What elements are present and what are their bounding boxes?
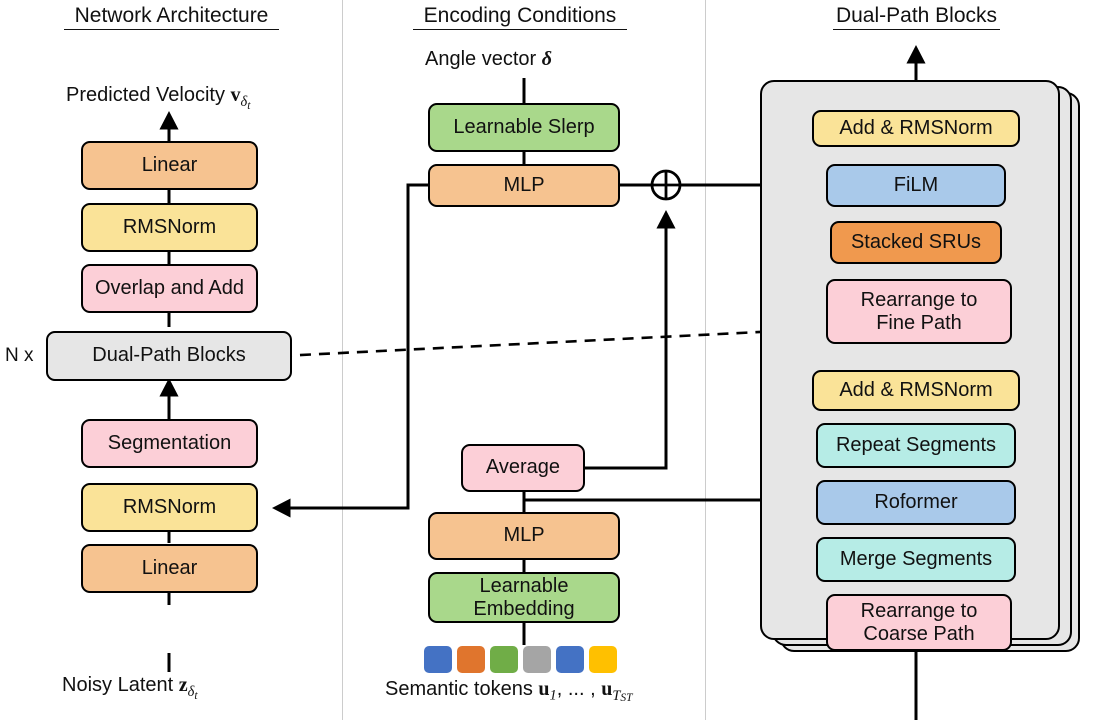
dp-rearrange-coarse-line2: Coarse Path [863, 622, 975, 645]
angle-vector-label: Angle vector δ [425, 48, 552, 70]
dp-block-rearrange-to-fine-path[interactable]: Rearrange to Fine Path [826, 279, 1012, 344]
dp-block-add-rmsnorm-bottom[interactable]: Add & RMSNorm [812, 370, 1020, 411]
sum-operator-icon [650, 169, 682, 201]
ec-block-average[interactable]: Average [461, 444, 585, 492]
token-swatch-3 [490, 646, 518, 673]
dp-block-roformer[interactable]: Roformer [816, 480, 1016, 525]
na-block-segmentation[interactable]: Segmentation [81, 419, 258, 468]
column-title-dual-path-blocks: Dual-Path Blocks [833, 4, 1000, 30]
ec-block-learnable-embedding[interactable]: Learnable Embedding [428, 572, 620, 623]
dp-rearrange-fine-line1: Rearrange to [860, 289, 978, 312]
dp-rearrange-coarse-line1: Rearrange to [860, 600, 978, 623]
dp-block-merge-segments[interactable]: Merge Segments [816, 537, 1016, 582]
token-swatch-4 [523, 646, 551, 673]
token-swatch-2 [457, 646, 485, 673]
na-block-linear-bottom[interactable]: Linear [81, 544, 258, 593]
ec-block-mlp-top[interactable]: MLP [428, 164, 620, 207]
column-divider-left [342, 0, 343, 720]
na-block-rmsnorm-bottom[interactable]: RMSNorm [81, 483, 258, 532]
na-block-dual-path-blocks[interactable]: Dual-Path Blocks [46, 331, 292, 381]
na-block-linear-top[interactable]: Linear [81, 141, 258, 190]
dp-block-add-rmsnorm-top[interactable]: Add & RMSNorm [812, 110, 1020, 147]
dp-block-film[interactable]: FiLM [826, 164, 1006, 207]
na-repeat-count-label: N x [5, 345, 34, 366]
na-block-rmsnorm-top[interactable]: RMSNorm [81, 203, 258, 252]
dp-block-rearrange-to-coarse-path[interactable]: Rearrange to Coarse Path [826, 594, 1012, 651]
dp-rearrange-fine-line2: Fine Path [876, 311, 962, 334]
ec-block-learnable-slerp[interactable]: Learnable Slerp [428, 103, 620, 152]
predicted-velocity-label: Predicted Velocity vδt [66, 84, 251, 112]
token-swatch-5 [556, 646, 584, 673]
column-title-encoding-conditions: Encoding Conditions [413, 4, 627, 30]
column-title-network-architecture: Network Architecture [64, 4, 279, 30]
na-block-overlap-and-add[interactable]: Overlap and Add [81, 264, 258, 313]
semantic-tokens-label: Semantic tokens u1, ... , uTST [385, 678, 633, 704]
dp-block-repeat-segments[interactable]: Repeat Segments [816, 423, 1016, 468]
column-divider-right [705, 0, 706, 720]
ec-block-mlp-bottom[interactable]: MLP [428, 512, 620, 560]
noisy-latent-label: Noisy Latent zδt [62, 674, 198, 702]
dp-block-stacked-srus[interactable]: Stacked SRUs [830, 221, 1002, 264]
token-swatch-6 [589, 646, 617, 673]
token-swatch-1 [424, 646, 452, 673]
